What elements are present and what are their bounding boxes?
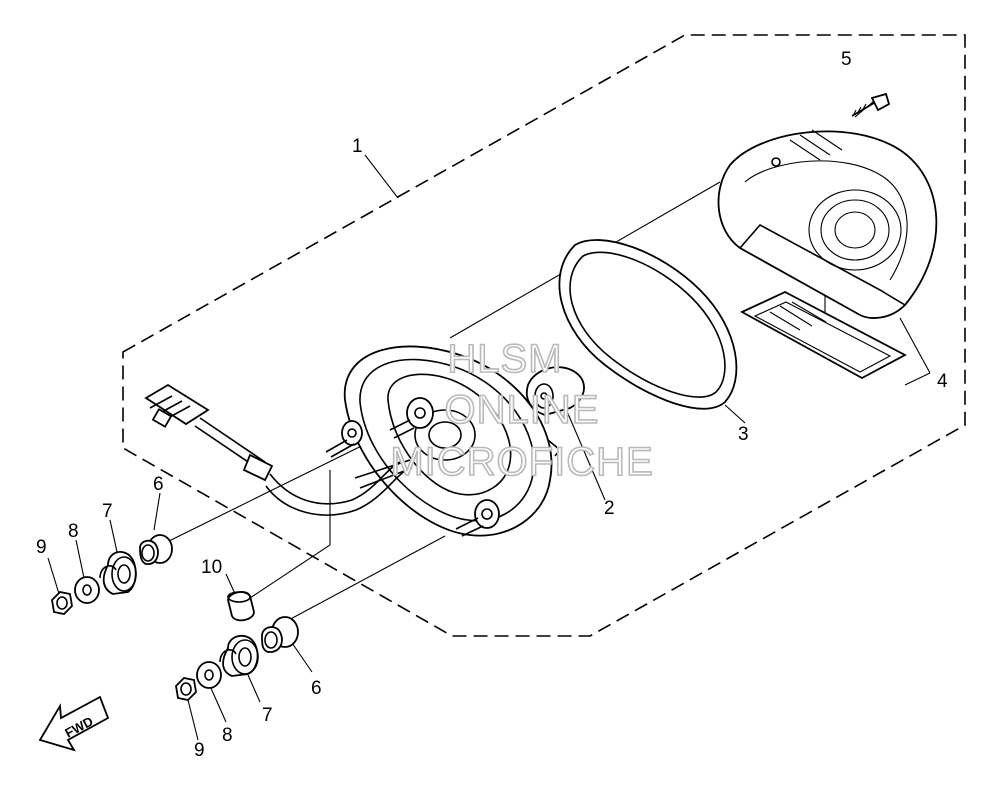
- label-part-2: 2: [604, 498, 615, 519]
- part-labels: 1 5 4 3 2 6 7 8 9 10 6 7 8 9: [36, 49, 948, 761]
- lens-plate-part: [740, 290, 907, 380]
- fwd-arrow-icon: FWD: [38, 695, 110, 752]
- nut-upper-part: [51, 591, 73, 615]
- washer-lower-part: [196, 661, 222, 689]
- watermark-line-2: ONLINE: [445, 388, 600, 432]
- label-part-9-lower: 9: [194, 740, 205, 761]
- tail-lens-part: [717, 129, 938, 319]
- stud-upper-mid: [389, 397, 434, 439]
- label-part-5: 5: [841, 49, 852, 70]
- label-part-7-lower: 7: [262, 705, 273, 726]
- taillight-housing-part: [343, 345, 562, 537]
- label-part-8-upper: 8: [68, 521, 79, 542]
- label-part-10: 10: [201, 557, 222, 578]
- grommet-lower-part: [219, 634, 259, 677]
- label-part-9-upper: 9: [36, 537, 47, 558]
- wire-harness: [144, 383, 413, 516]
- gasket-part: [558, 239, 738, 410]
- watermark: HLSM ONLINE MICROFICHE: [390, 336, 654, 485]
- mounting-studs: [325, 397, 500, 537]
- spacer-part: [227, 591, 255, 622]
- nut-lower-part: [175, 677, 197, 701]
- grommet-upper-part: [99, 551, 137, 595]
- washer-upper-part: [74, 576, 100, 604]
- watermark-line-3: MICROFICHE: [390, 440, 653, 484]
- leader-lines: [47, 95, 931, 741]
- label-part-3: 3: [738, 424, 749, 445]
- label-part-1: 1: [352, 136, 363, 157]
- label-part-4: 4: [937, 371, 948, 392]
- collar-lower-part: [261, 616, 299, 653]
- label-part-6-lower: 6: [311, 678, 322, 699]
- label-part-7-upper: 7: [102, 501, 113, 522]
- stud-lower: [455, 499, 500, 537]
- label-part-6-upper: 6: [153, 474, 164, 495]
- watermark-line-1: HLSM: [447, 337, 562, 381]
- collar-upper-part: [139, 534, 173, 565]
- label-part-8-lower: 8: [222, 725, 233, 746]
- screw-part: [851, 92, 891, 117]
- stud-upper-left: [325, 420, 363, 458]
